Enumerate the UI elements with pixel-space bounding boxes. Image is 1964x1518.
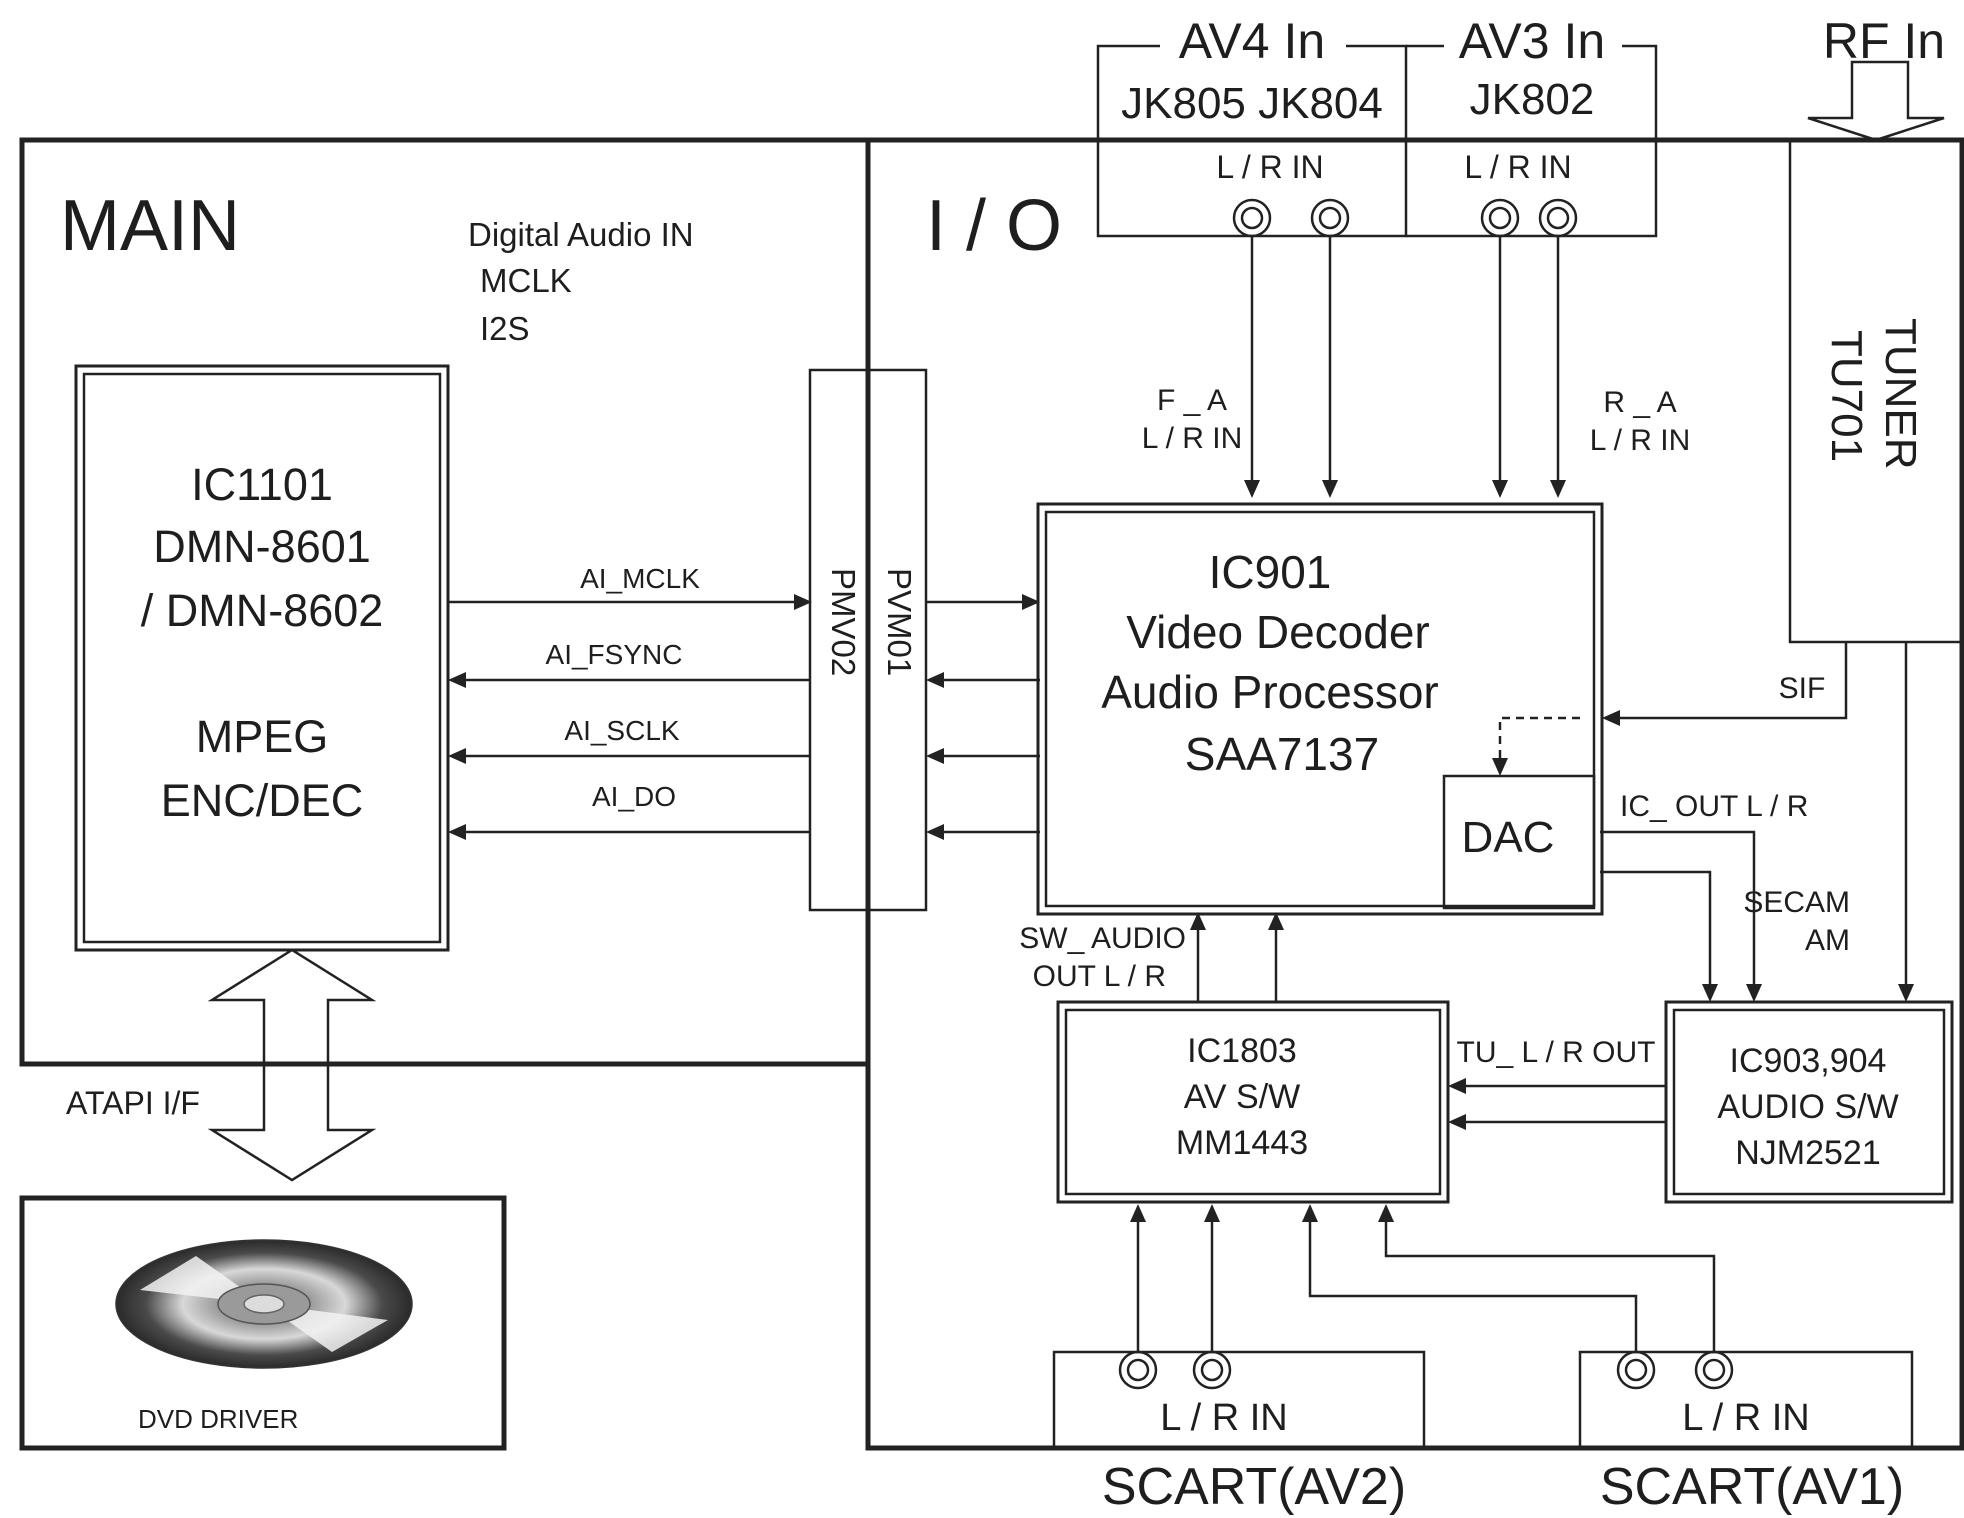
ic1101-line-1: IC1101 <box>191 459 333 510</box>
scart-inputs: L / R IN L / R IN <box>1054 1204 1912 1448</box>
fa-label-1: F _ A <box>1157 384 1227 417</box>
connector-pvm01: PVM01 <box>881 568 918 676</box>
jack-icon <box>1120 1352 1732 1388</box>
ic903-line-3: NJM2521 <box>1735 1134 1881 1172</box>
signal-ai-sclk: AI_SCLK <box>564 715 679 746</box>
digital-audio-line-2: MCLK <box>480 262 572 299</box>
rf-in-label: RF In <box>1823 13 1945 69</box>
ic903-line-2: AUDIO S/W <box>1717 1088 1898 1126</box>
ic901-line-4: SAA7137 <box>1185 728 1379 780</box>
main-title: MAIN <box>60 186 240 266</box>
ic1101-line-3: / DMN-8602 <box>141 585 384 636</box>
ic901-line-3: Audio Processor <box>1101 666 1439 718</box>
digital-audio-line-3: I2S <box>480 310 530 347</box>
ra-label-2: L / R IN <box>1590 424 1691 457</box>
dvd-driver: DVD DRIVER <box>22 1198 504 1448</box>
av-inputs: AV4 In AV3 In JK805 JK804 JK802 L / R IN… <box>1098 13 1690 498</box>
ic1101-line-2: DMN-8601 <box>153 521 371 572</box>
ic903-line-1: IC903,904 <box>1730 1042 1887 1080</box>
tu-out-label: TU_ L / R OUT <box>1457 1036 1656 1069</box>
digital-audio-label: Digital Audio IN MCLK I2S <box>468 216 694 347</box>
scart-av1-label: SCART(AV1) <box>1600 1458 1904 1516</box>
ic1101-line-5: ENC/DEC <box>161 775 364 826</box>
tu-out-path: TU_ L / R OUT <box>1448 1036 1666 1130</box>
io-title: I / O <box>926 186 1062 266</box>
scart-av1-lr-in: L / R IN <box>1682 1397 1809 1439</box>
atapi-label: ATAPI I/F <box>66 1085 200 1121</box>
ic901-line-1: IC901 <box>1209 546 1332 598</box>
ic903-block: IC903,904 AUDIO S/W NJM2521 <box>1666 1002 1952 1202</box>
main-board: MAIN Digital Audio IN MCLK I2S IC1101 DM… <box>22 140 868 1064</box>
sw-audio-path: SW_ AUDIO OUT L / R <box>1019 912 1284 1002</box>
secam-label-2: AM <box>1805 924 1850 957</box>
sif-label: SIF <box>1779 672 1826 705</box>
io-board: I / O AV4 In AV3 In JK805 JK804 JK802 L … <box>868 13 1962 1448</box>
av4-lr-in: L / R IN <box>1216 149 1323 185</box>
fa-label-2: L / R IN <box>1142 422 1243 455</box>
ic1803-line-1: IC1803 <box>1187 1032 1297 1070</box>
scart-av2-label: SCART(AV2) <box>1102 1458 1406 1516</box>
ic-out-label: IC_ OUT L / R <box>1620 790 1808 823</box>
ic1803-line-3: MM1443 <box>1176 1124 1308 1162</box>
secam-label-1: SECAM <box>1743 886 1850 919</box>
main-signals: AI_MCLK AI_FSYNC AI_SCLK AI_DO <box>448 563 812 840</box>
dac-label: DAC <box>1462 813 1555 862</box>
disc-icon <box>116 1240 412 1368</box>
signal-ai-fsync: AI_FSYNC <box>546 639 683 670</box>
av3-jack: JK802 <box>1470 75 1595 124</box>
ic901-line-2: Video Decoder <box>1126 606 1429 658</box>
av3-label: AV3 In <box>1459 13 1605 69</box>
sw-audio-label-1: SW_ AUDIO <box>1019 922 1186 955</box>
ra-label-1: R _ A <box>1603 386 1676 419</box>
av3-lr-in: L / R IN <box>1464 149 1571 185</box>
signal-ai-mclk: AI_MCLK <box>580 563 700 594</box>
tuner-label: TUNER <box>1876 318 1925 470</box>
ic1803-block: IC1803 AV S/W MM1443 <box>1058 1002 1448 1202</box>
tuner-part: TU701 <box>1822 330 1871 462</box>
sw-audio-label-2: OUT L / R <box>1033 960 1166 993</box>
dvd-driver-label: DVD DRIVER <box>138 1404 298 1434</box>
ic1101-block: IC1101 DMN-8601 / DMN-8602 MPEG ENC/DEC <box>76 366 448 950</box>
scart-av2-lr-in: L / R IN <box>1160 1397 1287 1439</box>
connector-pmv02: PMV02 <box>825 568 862 676</box>
av4-label: AV4 In <box>1179 13 1325 69</box>
digital-audio-line-1: Digital Audio IN <box>468 216 694 253</box>
av4-jacks: JK805 JK804 <box>1121 79 1383 128</box>
signal-ai-do: AI_DO <box>592 781 676 812</box>
ic1803-line-2: AV S/W <box>1184 1078 1301 1116</box>
ic901-block: IC901 Video Decoder Audio Processor SAA7… <box>1038 504 1602 914</box>
ic1101-line-4: MPEG <box>196 711 329 762</box>
